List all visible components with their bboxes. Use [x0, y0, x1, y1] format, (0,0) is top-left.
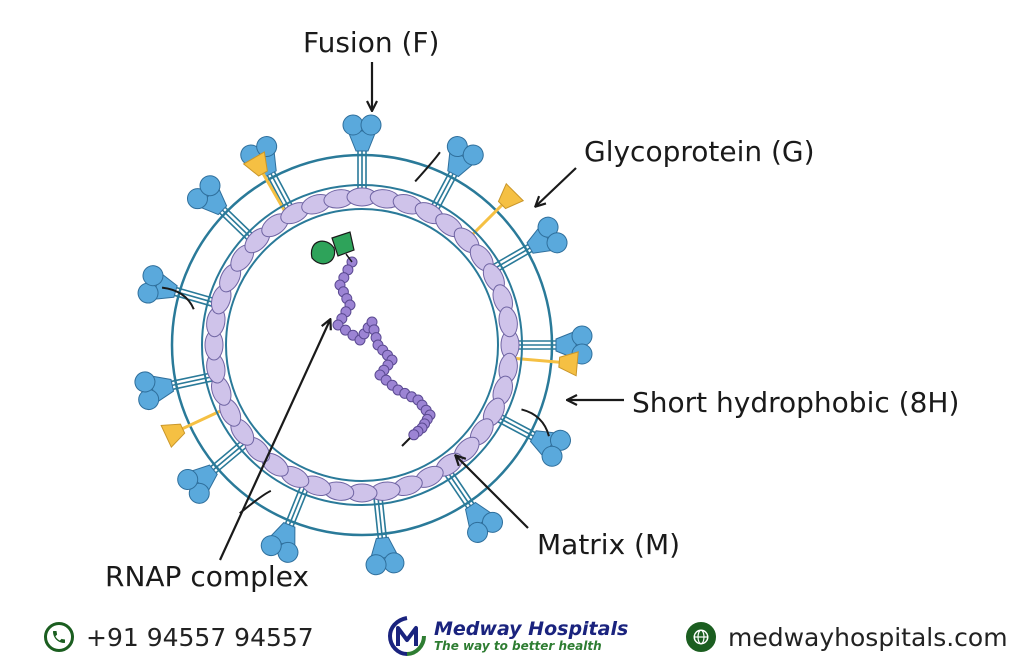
- fusion-spike: [342, 114, 382, 197]
- globe-icon: [686, 622, 716, 652]
- glycoprotein-spike: [511, 351, 579, 377]
- brand-tagline: The way to better health: [434, 639, 602, 653]
- short-hydrophobic-protein: [161, 286, 195, 310]
- brand-name: Medway Hospitals: [434, 618, 629, 640]
- rna-strand: [332, 256, 436, 447]
- rna-bead: [408, 429, 420, 441]
- label-glycoprotein: Glycoprotein (G): [584, 135, 815, 168]
- short-hydrophobic-protein: [414, 151, 441, 183]
- medway-logo-icon: [388, 616, 426, 656]
- footer-website[interactable]: medwayhospitals.com: [686, 622, 1008, 652]
- glycoprotein-spike: [160, 407, 227, 449]
- rna-bead: [339, 324, 351, 336]
- short-hydrophobic-protein: [521, 408, 550, 437]
- fusion-spike: [487, 216, 568, 276]
- glycoprotein-spike: [467, 182, 525, 240]
- glycoprotein-spikes: [160, 151, 579, 449]
- fusion-spikes: [134, 114, 593, 576]
- fusion-spike: [365, 491, 405, 576]
- short-hydrophobic-proteins: [161, 151, 550, 515]
- fusion-spike: [137, 265, 222, 309]
- viral-envelope: [170, 153, 554, 537]
- label-rnap: RNAP complex: [105, 560, 309, 593]
- footer-phone[interactable]: +91 94557 94557: [44, 622, 314, 652]
- phone-icon: [44, 622, 74, 652]
- label-fusion: Fusion (F): [303, 26, 440, 59]
- label-short-hydrophobic: Short hydrophobic (8H): [632, 386, 960, 419]
- label-matrix: Matrix (M): [537, 528, 681, 561]
- label-arrow: [456, 456, 529, 529]
- label-arrow: [536, 167, 577, 206]
- rna-bead: [332, 319, 344, 331]
- fusion-spike: [186, 175, 259, 246]
- brand-logo[interactable]: Medway Hospitals The way to better healt…: [388, 616, 628, 656]
- rnap-protein: [310, 240, 336, 265]
- label-arrows: [219, 62, 624, 561]
- matrix-protein: [498, 306, 518, 338]
- fusion-spike: [260, 480, 312, 563]
- website-url: medwayhospitals.com: [728, 622, 1008, 652]
- glycoprotein-spike: [242, 151, 289, 216]
- phone-number: +91 94557 94557: [86, 622, 314, 652]
- fusion-spike: [240, 136, 297, 217]
- label-arrow: [219, 320, 330, 561]
- rnap-complex: [310, 231, 355, 265]
- rnap-protein: [331, 231, 355, 257]
